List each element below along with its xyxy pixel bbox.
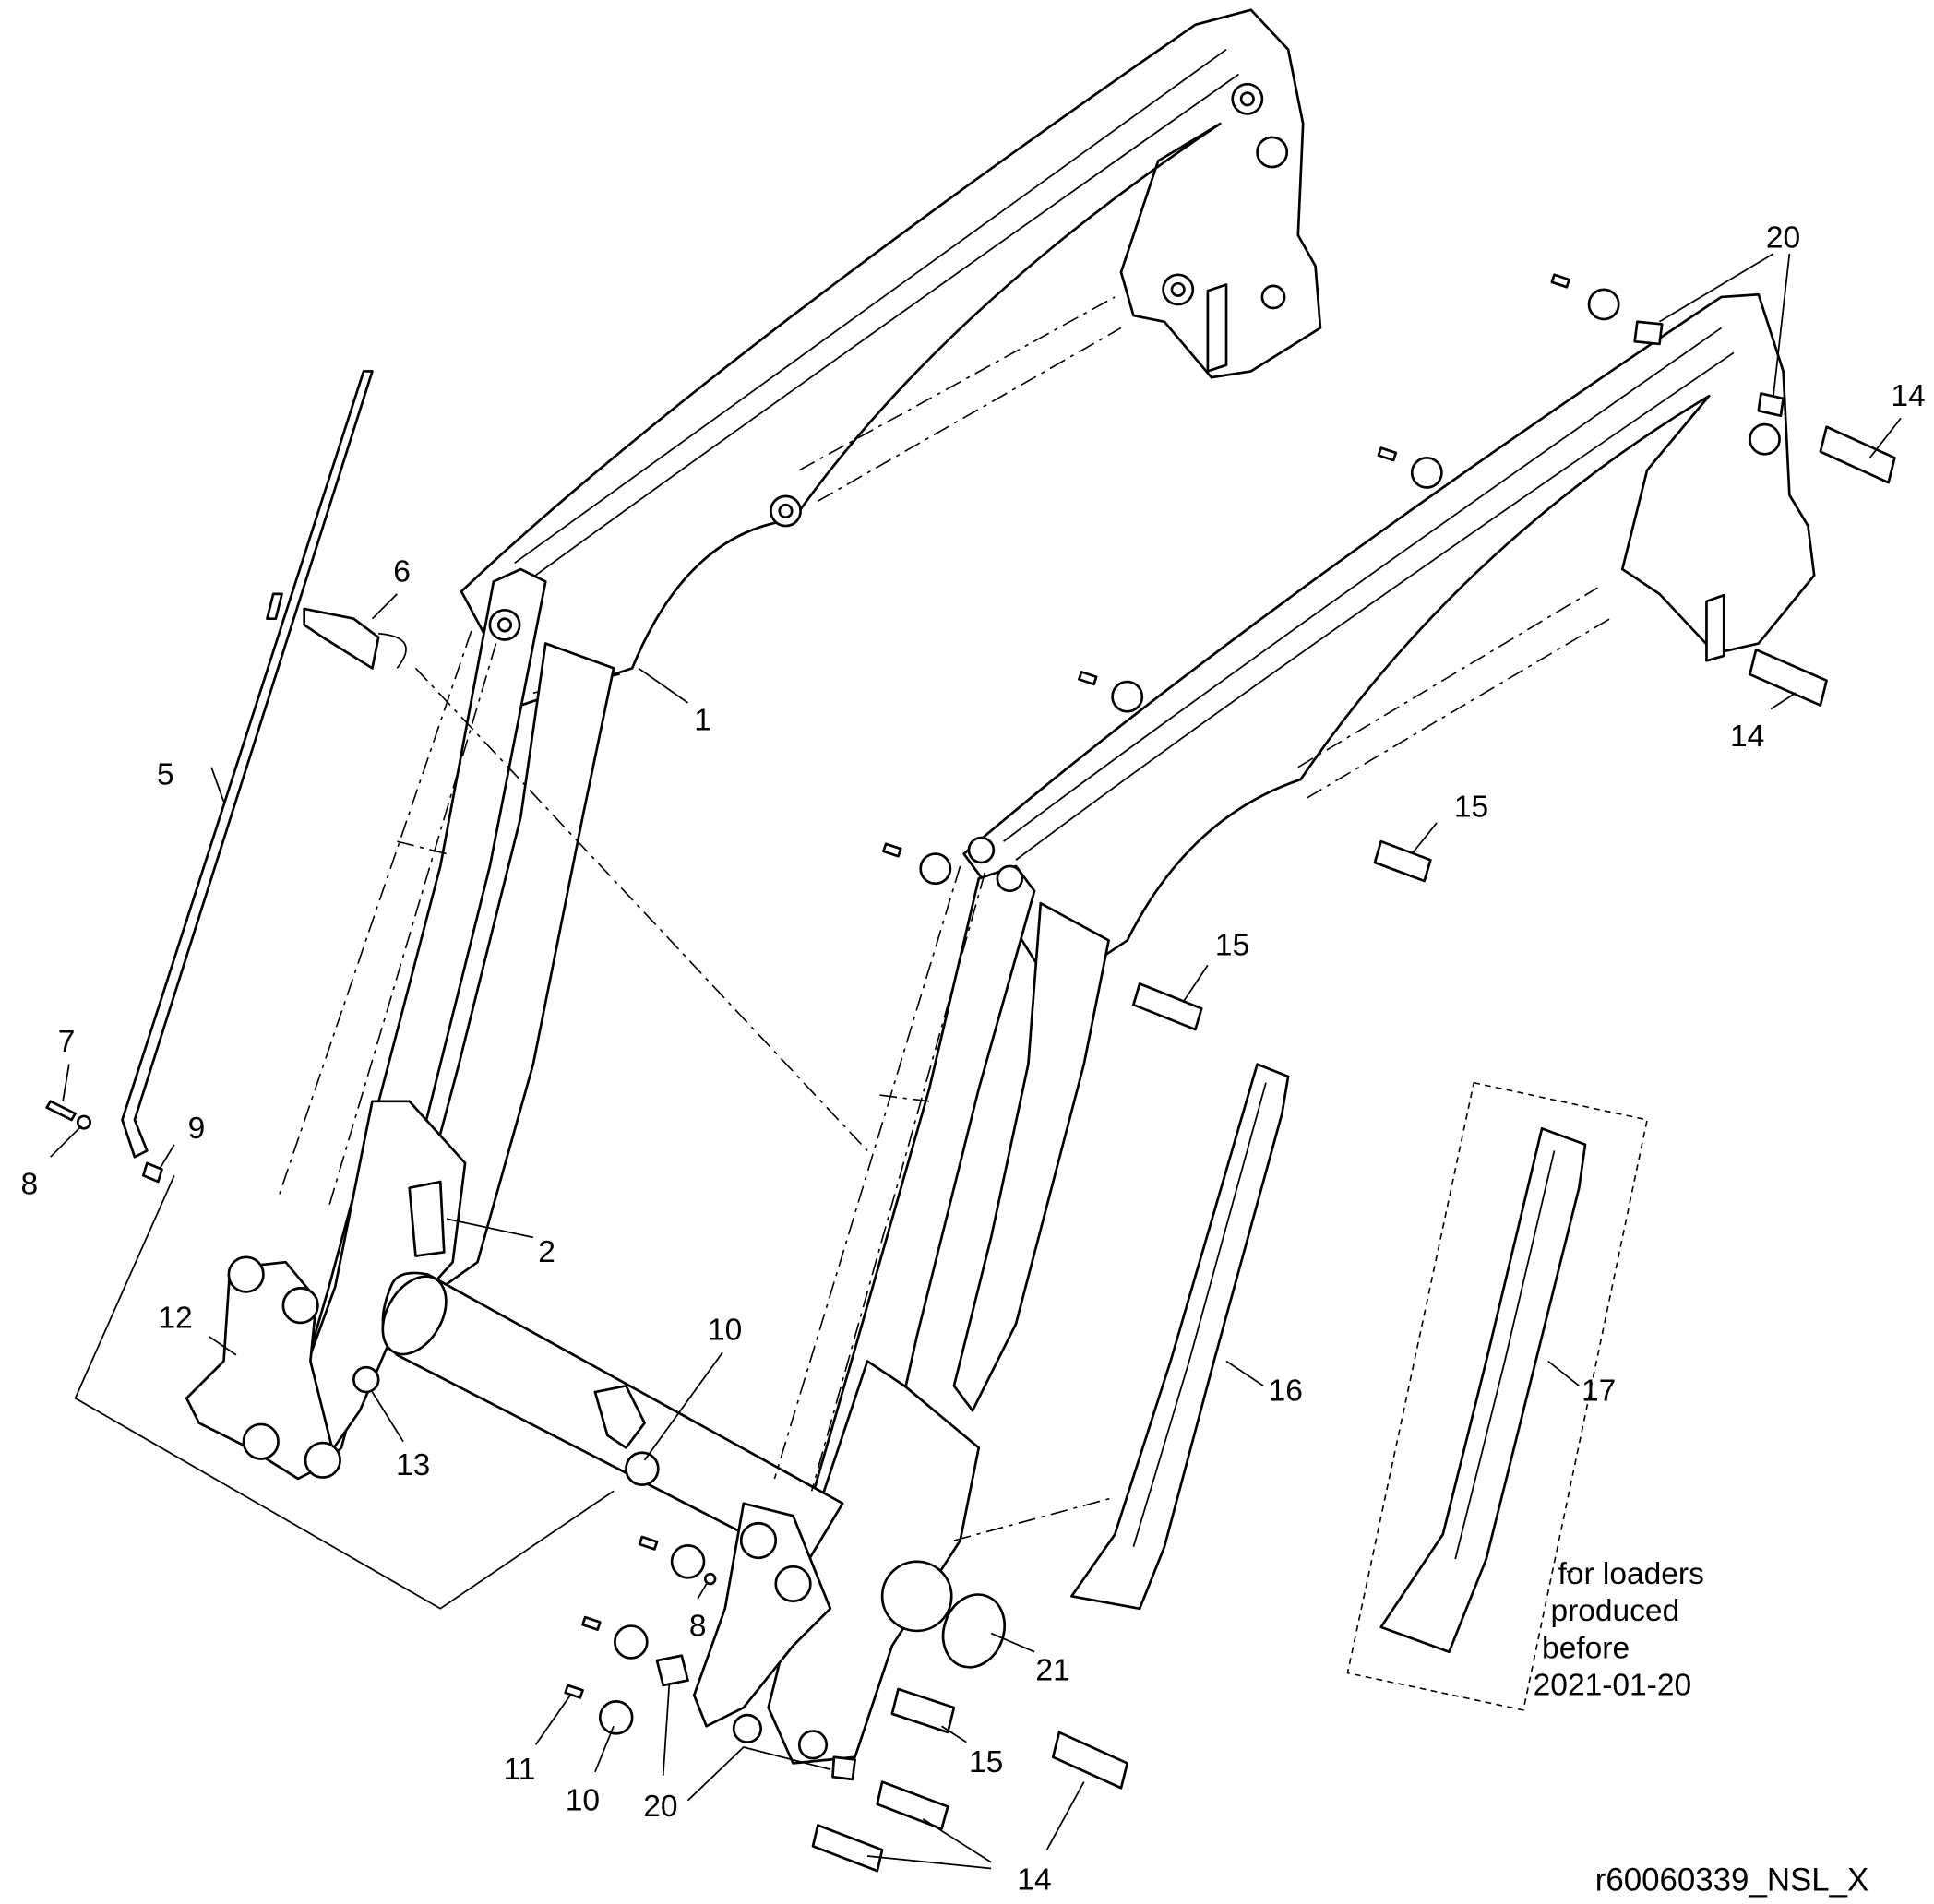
leader-lines bbox=[50, 253, 1902, 1870]
mount-bracket-12 bbox=[185, 1255, 380, 1481]
callout-9: 9 bbox=[188, 1112, 206, 1146]
callout-10: 10 bbox=[708, 1314, 742, 1348]
callout-1: 1 bbox=[694, 703, 711, 737]
alignment-line bbox=[953, 1496, 1116, 1541]
callout-16: 16 bbox=[1269, 1374, 1303, 1408]
note-line-3: before bbox=[1542, 1631, 1630, 1665]
callout-11: 11 bbox=[504, 1753, 536, 1787]
note-line-1: for loaders bbox=[1558, 1557, 1704, 1591]
control-rod-5 bbox=[121, 370, 407, 1159]
callout-13: 13 bbox=[396, 1448, 430, 1482]
callout-2: 2 bbox=[538, 1235, 555, 1269]
callout-5: 5 bbox=[157, 757, 174, 791]
note-line-2: produced bbox=[1550, 1594, 1679, 1628]
parallel-guide-17-old bbox=[1346, 1081, 1649, 1711]
alignment-line bbox=[414, 667, 868, 1152]
hardware-parts bbox=[45, 273, 1896, 1873]
right-loader-arm bbox=[732, 292, 1816, 1765]
callout-8: 8 bbox=[21, 1167, 39, 1201]
hydraulic-cylinders bbox=[279, 296, 1611, 1492]
left-loader-arm bbox=[284, 8, 1322, 1474]
callout-15: 15 bbox=[1215, 929, 1249, 963]
callout-14: 14 bbox=[1730, 720, 1764, 754]
callout-7: 7 bbox=[58, 1025, 76, 1059]
callout-14: 14 bbox=[1017, 1862, 1051, 1897]
drawing-id: r60060339_NSL_X bbox=[1595, 1862, 1869, 1898]
note-line-4: 2021-01-20 bbox=[1534, 1669, 1691, 1703]
callout-15: 15 bbox=[969, 1745, 1003, 1779]
callouts: 1 2 5 6 7 8 9 10 12 13 16 17 20 14 14 15… bbox=[21, 220, 1926, 1897]
callout-21: 21 bbox=[1035, 1654, 1069, 1688]
callout-10: 10 bbox=[566, 1783, 600, 1817]
mount-bracket-right bbox=[692, 1502, 832, 1728]
callout-8: 8 bbox=[689, 1609, 707, 1643]
callout-17: 17 bbox=[1582, 1374, 1616, 1408]
callout-20: 20 bbox=[1766, 220, 1800, 255]
parallel-guide-16 bbox=[1070, 1063, 1290, 1611]
callout-15: 15 bbox=[1454, 790, 1488, 824]
production-note: for loaders produced before 2021-01-20 bbox=[1534, 1557, 1704, 1703]
callout-14: 14 bbox=[1891, 379, 1925, 413]
callout-12: 12 bbox=[158, 1301, 192, 1335]
callout-6: 6 bbox=[393, 554, 411, 589]
callout-20: 20 bbox=[643, 1790, 677, 1824]
cross-tube bbox=[381, 1271, 844, 1567]
